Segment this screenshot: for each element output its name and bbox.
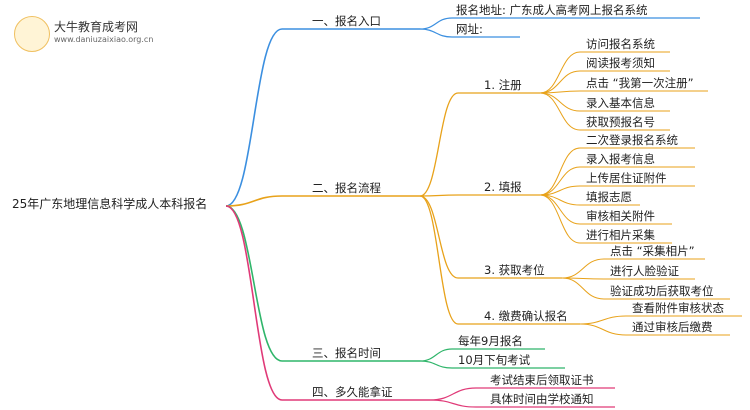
step-2-item-2: 录入报考信息 (586, 152, 655, 166)
step-4-item-2: 通过审核后缴费 (632, 320, 713, 334)
step-2-label: 2. 填报 (484, 180, 522, 194)
section-3-item-1: 每年9月报名 (458, 334, 523, 348)
section-1-item-2: 网址: (456, 22, 483, 36)
section-2-label: 二、报名流程 (312, 181, 381, 195)
step-1-item-1: 访问报名系统 (586, 37, 655, 51)
step-2-item-6: 进行相片采集 (586, 228, 655, 242)
root-node: 25年广东地理信息科学成人本科报名 (12, 197, 208, 211)
section-1-item-1: 报名地址: 广东成人高考网上报名系统 (456, 3, 648, 17)
step-1-label: 1. 注册 (484, 78, 522, 92)
step-2-item-3: 上传居住证附件 (586, 171, 667, 185)
step-2-item-4: 填报志愿 (586, 190, 632, 204)
section-3-label: 三、报名时间 (312, 346, 381, 360)
section-3-item-2: 10月下旬考试 (458, 353, 531, 367)
site-logo: 大牛教育成考网 www.daniuzaixiao.org.cn (14, 16, 164, 52)
section-4-label: 四、多久能拿证 (312, 385, 393, 399)
logo-url: www.daniuzaixiao.org.cn (54, 35, 154, 44)
step-4-item-1: 查看附件审核状态 (632, 301, 724, 315)
step-2-item-5: 审核相关附件 (586, 209, 655, 223)
section-4-item-1: 考试结束后领取证书 (490, 373, 594, 387)
section-1-label: 一、报名入口 (312, 14, 381, 28)
step-3-label: 3. 获取考位 (484, 263, 545, 277)
step-4-label: 4. 缴费确认报名 (484, 309, 568, 323)
step-1-item-3: 点击 “我第一次注册” (586, 76, 694, 90)
step-1-item-5: 获取预报名号 (586, 115, 655, 129)
step-1-item-2: 阅读报考须知 (586, 56, 655, 70)
section-4-item-2: 具体时间由学校通知 (490, 392, 594, 406)
logo-badge-icon (14, 16, 50, 52)
logo-name: 大牛教育成考网 (54, 20, 139, 34)
step-3-item-3: 验证成功后获取考位 (610, 284, 714, 298)
step-3-item-2: 进行人脸验证 (610, 264, 679, 278)
step-3-item-1: 点击 “采集相片” (610, 244, 695, 258)
step-2-item-1: 二次登录报名系统 (586, 133, 678, 147)
step-1-item-4: 录入基本信息 (586, 96, 655, 110)
